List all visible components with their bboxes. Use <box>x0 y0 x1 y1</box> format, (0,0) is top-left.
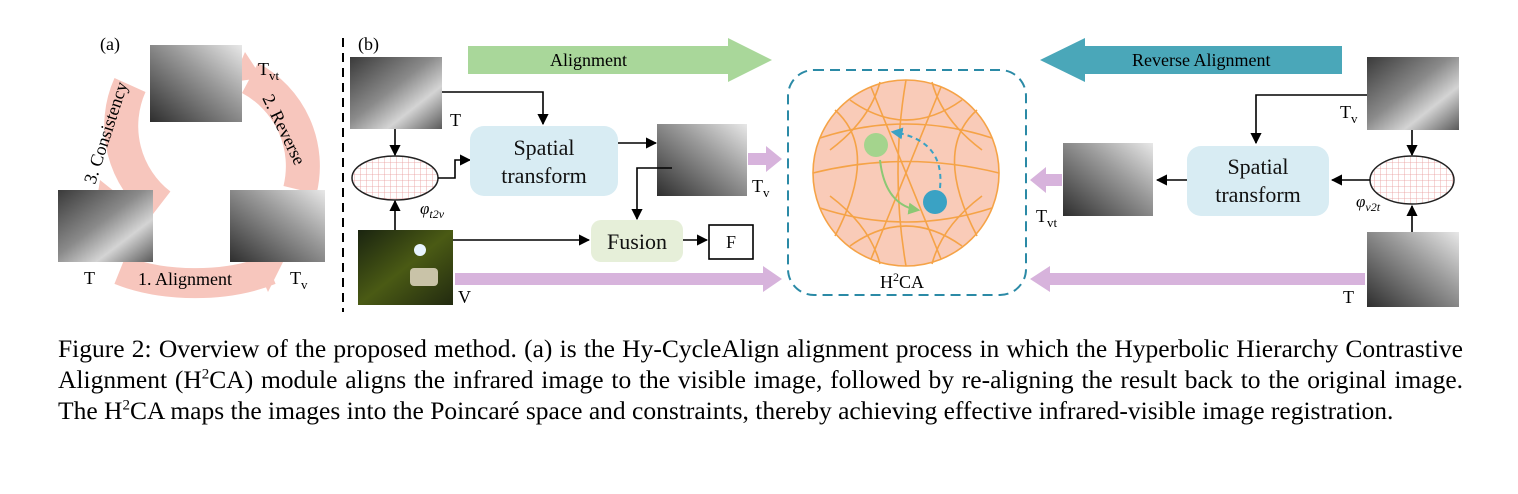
label-tv-a: Tv <box>290 268 308 292</box>
h2ca-label: H2CA <box>880 270 924 292</box>
deformation-field-v2t <box>1369 155 1455 205</box>
label-tvt-a: Tvt <box>258 59 280 83</box>
teal-embedding-node <box>923 190 947 214</box>
image-thermal-t-b <box>350 57 442 129</box>
image-thermal-tv-right-b <box>1367 57 1459 130</box>
fusion-label: Fusion <box>607 229 667 254</box>
figure-caption: Figure 2: Overview of the proposed metho… <box>58 333 1463 426</box>
label-tv-right-b: Tv <box>1340 102 1358 126</box>
panel-b-tag: (b) <box>358 34 379 55</box>
label-t-b: T <box>450 110 461 130</box>
spatial-left-line2: transform <box>501 163 587 188</box>
caption-part1: Figure 2: Overview of the proposed metho… <box>58 334 1463 394</box>
f-output-box <box>708 224 754 260</box>
image-thermal-tvt <box>150 45 242 122</box>
caption-part2: CA) module aligns the infrared image to … <box>58 365 1464 425</box>
alignment-arrow <box>468 38 772 82</box>
caption-part3: CA maps the images into the Poincaré spa… <box>129 396 1394 425</box>
green-embedding-node <box>864 133 888 157</box>
purple-arrow-tvt-to-h2ca <box>1030 167 1062 193</box>
purple-arrow-v-to-h2ca <box>455 266 782 292</box>
f-label: F <box>726 232 736 252</box>
panel-a-tag: (a) <box>100 34 120 55</box>
phi-v2t-label: φv2t <box>1356 192 1381 214</box>
label-tv-b: Tv <box>752 176 770 200</box>
caption-sup2: 2 <box>122 397 130 414</box>
spatial-transform-right <box>1187 146 1329 216</box>
image-thermal-t-left <box>58 190 153 262</box>
spatial-left-line1: Spatial <box>513 135 574 160</box>
arrow-t-to-spatial <box>442 91 549 126</box>
caption-sup1: 2 <box>201 366 210 383</box>
label-tvt-b: Tvt <box>1036 206 1058 230</box>
reverse-alignment-label: Reverse Alignment <box>1132 50 1270 70</box>
poincare-geodesics <box>812 79 1000 267</box>
alignment-label: Alignment <box>550 50 627 70</box>
teal-reverse-arc <box>890 127 942 189</box>
arrow-phi-to-spatial <box>438 154 472 179</box>
purple-arrow-t-to-h2ca <box>1030 266 1365 292</box>
deformation-field-t2v <box>351 155 439 201</box>
phi-t2v-label: φt2v <box>420 199 445 221</box>
image-thermal-tv-right <box>230 190 325 262</box>
image-thermal-t-right-b <box>1367 232 1459 307</box>
image-visible-light <box>414 244 426 256</box>
image-thermal-tvt-b <box>1063 143 1153 216</box>
spatial-right-line1: Spatial <box>1227 154 1288 179</box>
purple-arrow-tv-to-h2ca <box>748 146 782 172</box>
arrow-tv-to-fusion <box>631 167 672 221</box>
reverse-alignment-arrow <box>1040 38 1342 82</box>
image-visible-v <box>358 230 453 305</box>
label-t-right-b: T <box>1343 287 1354 307</box>
label-v: V <box>458 287 471 307</box>
h2ca-module <box>787 69 1027 296</box>
image-visible-car <box>410 268 438 286</box>
image-thermal-tv-b <box>657 124 747 196</box>
arrow-tv-to-spatial-right <box>1250 94 1367 145</box>
figure-diagram: (a) 3. Consistency 2. Reverse 1. Alignme… <box>58 34 1459 312</box>
arc-alignment-label: 1. Alignment <box>138 269 232 289</box>
label-t-a: T <box>84 268 95 288</box>
spatial-right-line2: transform <box>1215 182 1301 207</box>
fusion-box <box>591 220 683 262</box>
green-alignment-arc <box>879 159 921 215</box>
spatial-transform-left <box>470 126 618 196</box>
